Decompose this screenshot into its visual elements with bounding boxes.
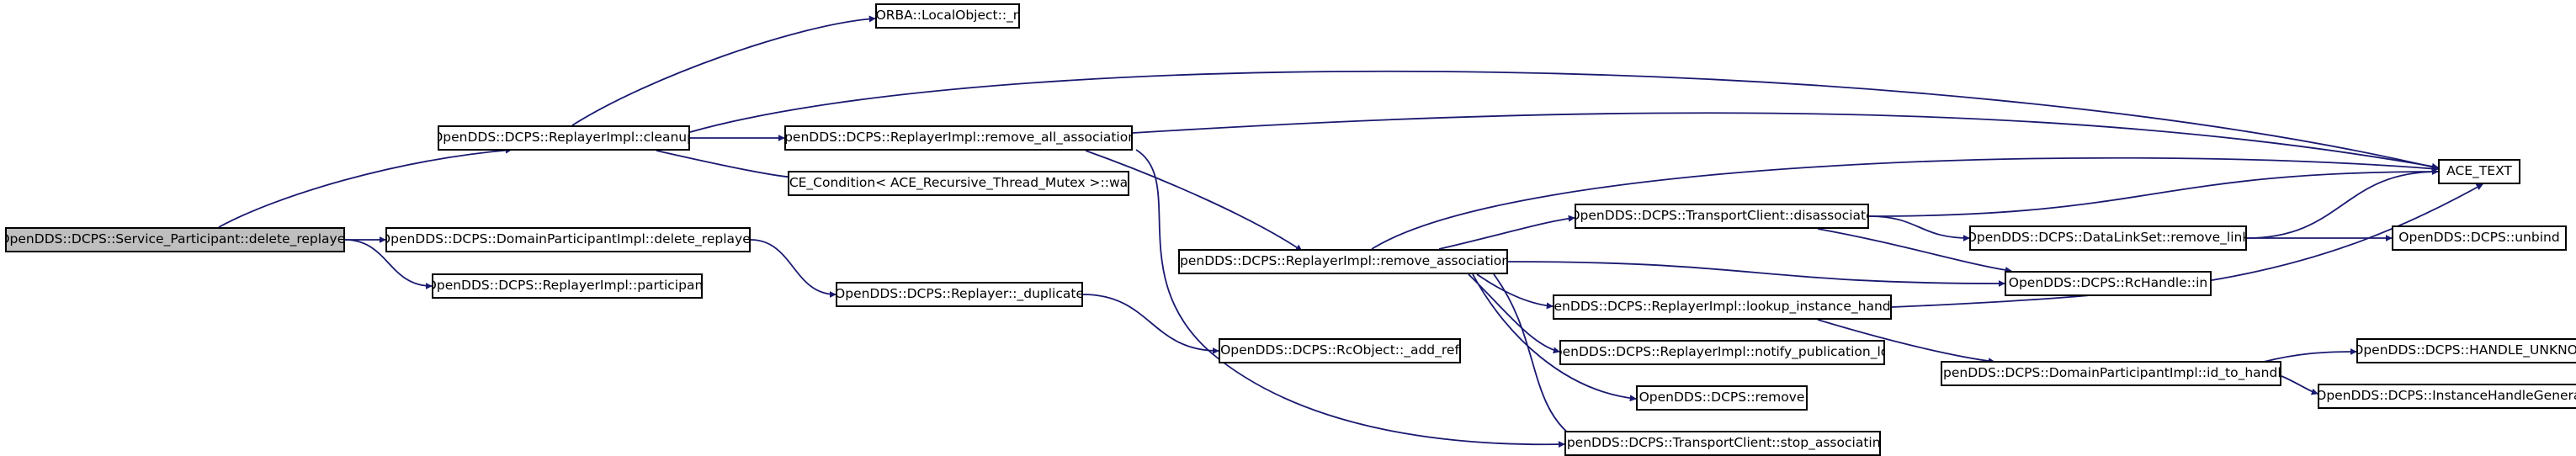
node-handle-unknown[interactable]: OpenDDS::DCPS::HANDLE_UNKNOWN [2356, 338, 2576, 363]
edge-id_to_handle-to-handle_unknown [2263, 348, 2357, 363]
node-duplicate[interactable]: OpenDDS::DCPS::Replayer::_duplicate [836, 282, 1083, 307]
edge-disassociate-to-rchandle_in [1817, 228, 2012, 273]
edge-remove_link-to-ace_text [2246, 168, 2439, 239]
edge-remove_associations-to-remove [1472, 273, 1637, 402]
node-add-ref[interactable]: OpenDDS::DCPS::RcObject::_add_ref [1219, 338, 1461, 363]
edge-disassociate-to-remove_link [1868, 215, 1970, 241]
node-remove-associations[interactable]: OpenDDS::DCPS::ReplayerImpl::remove_asso… [1178, 249, 1508, 274]
node-remove[interactable]: OpenDDS::DCPS::remove [1636, 385, 1808, 411]
node-local-nil[interactable]: CORBA::LocalObject::_nil [875, 3, 1020, 29]
node-remove-all-associations[interactable]: OpenDDS::DCPS::ReplayerImpl::remove_all_… [784, 125, 1133, 151]
node-delete-replayer-sp[interactable]: OpenDDS::DCPS::Service_Participant::dele… [5, 227, 345, 252]
edge-remove_associations-to-ace_text [1371, 156, 2439, 250]
edge-cleanup-to-ace_wait [656, 150, 796, 181]
edge-id_to_handle-to-ihg_next [2281, 375, 2318, 395]
edge-delete_replayer_sp-to-participant [344, 239, 433, 289]
node-delete-replayer-dp[interactable]: OpenDDS::DCPS::DomainParticipantImpl::de… [385, 227, 751, 252]
edge-remove_associations-to-stop_associating [1493, 273, 1575, 438]
node-unbind[interactable]: OpenDDS::DCPS::unbind [2392, 225, 2567, 251]
node-remove-link[interactable]: OpenDDS::DCPS::DataLinkSet::remove_link [1969, 225, 2247, 251]
node-lookup-instance-handles[interactable]: OpenDDS::DCPS::ReplayerImpl::lookup_inst… [1553, 294, 1892, 320]
node-disassociate[interactable]: OpenDDS::DCPS::TransportClient::disassoc… [1575, 204, 1869, 229]
node-notify-publication-lost[interactable]: OpenDDS::DCPS::ReplayerImpl::notify_publ… [1559, 340, 1885, 365]
node-participant[interactable]: OpenDDS::DCPS::ReplayerImpl::participant [432, 273, 703, 299]
edge-disassociate-to-ace_text [1868, 168, 2439, 217]
edge-remove_associations-to-disassociate [1438, 215, 1575, 250]
node-ace-text[interactable]: ACE_TEXT [2438, 159, 2520, 184]
node-cleanup[interactable]: OpenDDS::DCPS::ReplayerImpl::cleanup [438, 125, 690, 151]
edge-remove_associations-to-notify_publication_lost [1468, 273, 1560, 354]
node-ihg-next[interactable]: OpenDDS::DCPS::InstanceHandleGenerator::… [2318, 384, 2576, 409]
edge-lookup_instance_handles-to-id_to_handle [1817, 319, 1995, 365]
edge-cleanup-to-local_nil [571, 15, 876, 126]
edge-delete_replayer_dp-to-duplicate [750, 239, 837, 298]
edge-cleanup-to-ace_text [689, 70, 2439, 171]
node-rchandle-in[interactable]: OpenDDS::DCPS::RcHandle::in [2005, 271, 2212, 296]
edge-delete_replayer_sp-to-cleanup [218, 146, 513, 228]
edge-duplicate-to-add_ref [1082, 294, 1219, 354]
node-stop-associating[interactable]: OpenDDS::DCPS::TransportClient::stop_ass… [1564, 431, 1881, 456]
node-id-to-handle[interactable]: OpenDDS::DCPS::DomainParticipantImpl::id… [1941, 361, 2281, 386]
edge-remove_all_associations-to-remove_associations [1085, 150, 1303, 252]
edge-remove_associations-to-lookup_instance_handles [1476, 273, 1554, 310]
edge-remove_all_associations-to-stop_associating [1135, 149, 1565, 448]
node-ace-wait[interactable]: ACE_Condition< ACE_Recursive_Thread_Mute… [788, 171, 1129, 196]
edge-remove_associations-to-rchandle_in [1507, 261, 2005, 287]
edge-remove_all_associations-to-ace_text [1132, 112, 2439, 170]
edge-lookup_instance_handles-to-ace_text [1891, 183, 2483, 308]
